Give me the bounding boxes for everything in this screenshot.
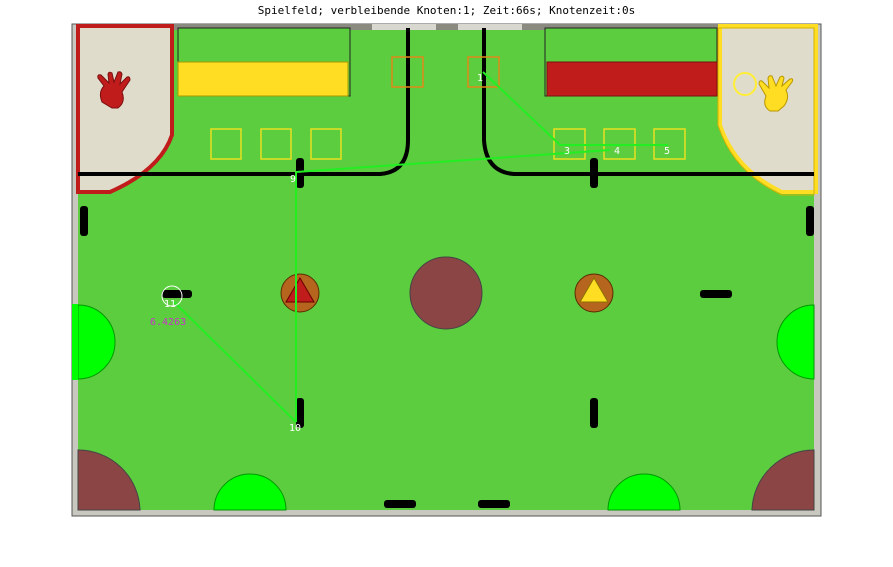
- distance-readout: 6.4263: [150, 317, 186, 328]
- node-label-1[interactable]: 1: [477, 73, 483, 84]
- yellow-marker-circle: [733, 72, 757, 96]
- node-label-5[interactable]: 5: [664, 146, 670, 157]
- top-gate-right: [458, 24, 522, 30]
- node-label-4[interactable]: 4: [614, 146, 620, 157]
- robot-marker: [161, 285, 183, 307]
- green-zones: [72, 304, 815, 511]
- node-label-11[interactable]: 11: [164, 299, 176, 310]
- yellow-triangle-icon: [574, 273, 614, 313]
- node-label-3[interactable]: 3: [564, 146, 570, 157]
- red-start-zone: [76, 24, 174, 194]
- planned-path: [173, 71, 668, 423]
- yellow-bar: [177, 61, 349, 97]
- yellow-start-outline: [717, 27, 815, 196]
- node-label-10[interactable]: 10: [289, 423, 301, 434]
- top-gate-left: [372, 24, 436, 30]
- status-line: Spielfeld; verbleibende Knoten:1; Zeit:6…: [257, 4, 636, 17]
- red-triangle-icon: [280, 273, 320, 313]
- black-markers: [80, 158, 814, 508]
- top-rail: [78, 24, 814, 30]
- corner-zone-left: [77, 449, 141, 511]
- red-bar: [546, 61, 718, 97]
- center-zone: [409, 256, 483, 330]
- node-label-9[interactable]: 9: [290, 174, 296, 185]
- yellow-hand-icon: [758, 75, 794, 112]
- red-hand-icon: [97, 71, 131, 109]
- corner-zone-right: [751, 449, 815, 511]
